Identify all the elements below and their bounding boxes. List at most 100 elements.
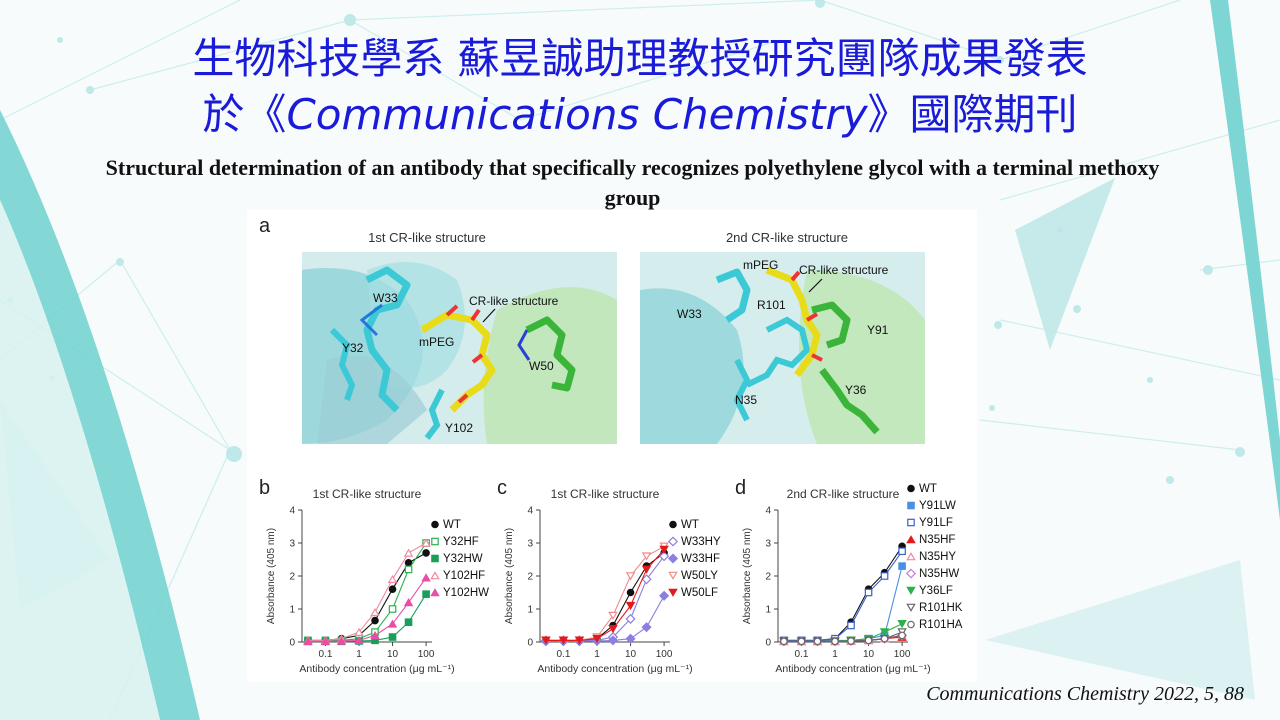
legend-label: WT (443, 519, 461, 531)
legend-label: WT (681, 519, 699, 531)
chart-title: 1st CR-like structure (313, 487, 422, 501)
data-point (608, 611, 618, 620)
legend-label: W50LF (681, 587, 718, 599)
series-line (307, 577, 427, 642)
data-point (797, 637, 806, 646)
legend-label: WT (919, 483, 937, 495)
data-point (574, 636, 585, 645)
data-point (336, 636, 347, 645)
legend-label: W33HF (681, 553, 720, 565)
panel-d-letter: d (735, 477, 746, 499)
legend-marker (907, 518, 915, 527)
label-y91-right: Y91 (867, 323, 889, 337)
y-tick-label: 2 (527, 572, 533, 583)
legend-label: Y32HF (443, 536, 479, 548)
x-tick-label: 0.1 (794, 649, 808, 660)
data-point (641, 565, 652, 574)
legend-label: N35HF (919, 534, 955, 546)
data-point (403, 598, 414, 607)
legend-label: Y102HW (443, 587, 489, 599)
label-mpeg-right: mPEG (743, 258, 778, 272)
series-line (545, 595, 665, 642)
decor-left-band (0, 110, 200, 720)
data-point (898, 631, 906, 640)
data-point (625, 613, 636, 624)
data-point (320, 636, 331, 646)
data-point (421, 573, 431, 582)
data-point (404, 565, 413, 574)
label-y32-left: Y32 (342, 341, 364, 355)
series-W50LF: W50LF (541, 545, 718, 645)
legend-marker (906, 535, 916, 544)
series-R101HA: R101HA (780, 619, 963, 646)
journal-name: Communications Chemistry (286, 90, 868, 139)
x-tick-label: 1 (832, 649, 838, 660)
label-y102-left: Y102 (445, 421, 473, 435)
series-line (783, 550, 903, 641)
chart-title: 1st CR-like structure (551, 487, 660, 501)
data-point (659, 590, 670, 601)
data-point (625, 601, 636, 611)
paper-figure: a 1st CR-like structure 2nd CR-like stru… (247, 210, 977, 682)
data-point (354, 635, 364, 645)
data-point (354, 627, 364, 636)
title-suffix: 》國際期刊 (867, 90, 1078, 139)
legend-marker (431, 554, 439, 563)
y-axis-label: Absorbance (405 nm) (504, 528, 515, 624)
x-tick-label: 0.1 (556, 649, 570, 660)
legend-label: R101HA (919, 619, 963, 631)
data-point (404, 558, 413, 567)
data-point (898, 562, 906, 570)
label-cr-left: CR-like structure (469, 294, 559, 308)
data-point (641, 552, 652, 561)
panel-a-right-title: 2nd CR-like structure (726, 230, 848, 245)
data-point (592, 634, 602, 644)
series-Y102HW: Y102HW (303, 573, 489, 646)
label-w33-right: W33 (677, 307, 702, 321)
arrow-cr-left (482, 308, 496, 323)
legend-marker (430, 588, 440, 597)
data-point (370, 631, 380, 640)
legend-label: R101HK (919, 602, 963, 614)
data-point (659, 551, 670, 562)
data-point (880, 634, 889, 643)
legend-marker (906, 603, 916, 612)
data-point (387, 574, 398, 584)
data-point (659, 545, 669, 554)
y-tick-label: 4 (765, 506, 771, 517)
data-point (541, 636, 551, 645)
data-point (387, 619, 398, 628)
x-tick-label: 1 (594, 649, 600, 660)
title-prefix: 於《 (202, 90, 287, 139)
y-tick-label: 1 (289, 605, 295, 616)
data-point (780, 637, 788, 646)
y-tick-label: 3 (289, 539, 295, 550)
legend-marker (668, 571, 678, 580)
series-line (545, 549, 665, 641)
data-point (864, 588, 873, 597)
structure-image-left (302, 252, 617, 444)
slide-title-line2: 於《Communications Chemistry》國際期刊 (0, 88, 1280, 142)
data-point (370, 607, 380, 617)
decor-triangle-right (1015, 178, 1115, 350)
data-point (864, 636, 873, 645)
x-tick-label: 100 (894, 649, 911, 660)
label-w33-left: W33 (373, 291, 398, 305)
legend-marker (907, 501, 915, 510)
legend-marker (907, 620, 915, 629)
data-point (422, 549, 430, 557)
legend-marker (906, 552, 916, 561)
legend-label: W33HY (681, 536, 721, 548)
data-point (879, 628, 890, 637)
data-point (388, 605, 397, 613)
data-point (558, 636, 569, 645)
data-point (608, 625, 618, 634)
data-point (897, 620, 907, 629)
panel-a-left-title: 1st CR-like structure (368, 230, 486, 245)
series-WT: WT (304, 519, 461, 645)
y-tick-label: 2 (289, 572, 295, 583)
